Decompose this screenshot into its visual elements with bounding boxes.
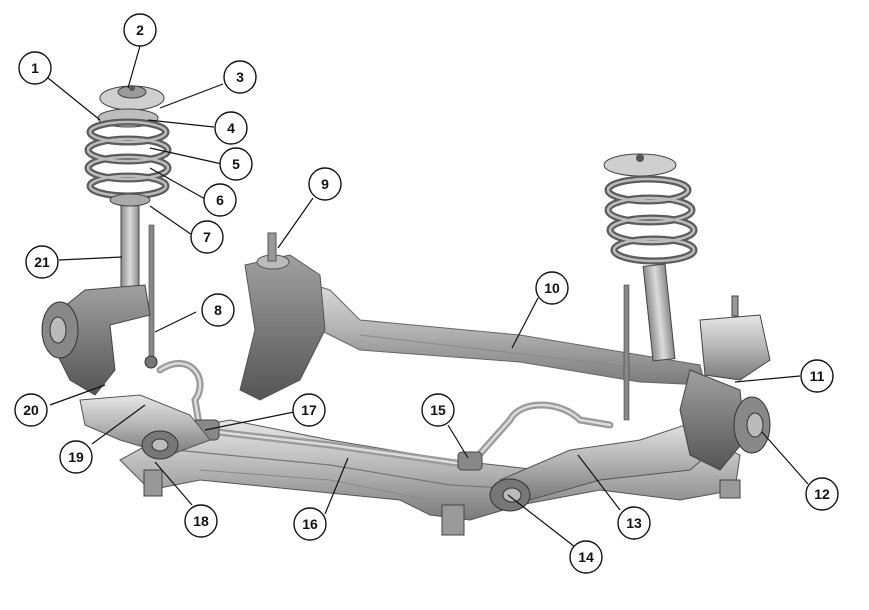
callout-circle — [800, 359, 834, 393]
callout-20: 20 — [14, 393, 48, 427]
callout-circle — [569, 540, 603, 574]
drop-link-left — [148, 224, 155, 366]
callout-circle — [123, 13, 157, 47]
coil-spring-right — [604, 175, 698, 265]
callout-circle — [14, 393, 48, 427]
callout-number: 12 — [814, 486, 830, 502]
callout-number: 17 — [301, 402, 317, 418]
callout-2: 2 — [123, 13, 157, 47]
engine-mount-left — [239, 254, 326, 401]
damper-right — [642, 263, 676, 362]
callout-circle — [308, 167, 342, 201]
engine-mount-right — [699, 314, 771, 381]
callout-circle — [203, 183, 237, 217]
callout-18: 18 — [184, 504, 218, 538]
callout-11: 11 — [800, 359, 834, 393]
callout-21: 21 — [25, 245, 59, 279]
callout-number: 15 — [430, 402, 446, 418]
callout-circle — [805, 477, 839, 511]
callout-number: 9 — [321, 176, 329, 192]
callout-15: 15 — [421, 393, 455, 427]
callout-1: 1 — [18, 51, 52, 85]
callout-circle — [421, 393, 455, 427]
subframe — [119, 419, 741, 521]
leader-lines — [47, 45, 809, 548]
callout-number: 1 — [31, 60, 39, 76]
callout-number: 6 — [216, 192, 224, 208]
callout-circle — [201, 293, 235, 327]
callout-number: 19 — [68, 449, 84, 465]
callout-10: 10 — [535, 271, 569, 305]
callout-16: 16 — [293, 507, 327, 541]
suspension-illustration — [41, 85, 771, 536]
callout-12: 12 — [805, 477, 839, 511]
callout-number: 18 — [193, 513, 209, 529]
callout-number: 20 — [23, 402, 39, 418]
callout-circle — [25, 245, 59, 279]
callout-number: 3 — [236, 69, 244, 85]
callout-circle — [214, 111, 248, 145]
callout-9: 9 — [308, 167, 342, 201]
callout-circle — [59, 440, 93, 474]
callout-circle — [18, 51, 52, 85]
callout-circle — [184, 504, 218, 538]
callout-number: 8 — [214, 302, 222, 318]
callout-3: 3 — [223, 60, 257, 94]
callout-number: 4 — [227, 120, 235, 136]
lower-arm-left — [79, 394, 211, 456]
callout-number: 14 — [578, 549, 594, 565]
knuckle-right — [679, 369, 746, 471]
callout-number: 5 — [232, 156, 240, 172]
callout-number: 11 — [810, 368, 825, 384]
callout-13: 13 — [617, 506, 651, 540]
callout-5: 5 — [219, 147, 253, 181]
bushing-15 — [457, 451, 483, 471]
callout-circle — [617, 506, 651, 540]
callout-number: 16 — [302, 516, 318, 532]
callout-8: 8 — [201, 293, 235, 327]
callout-number: 21 — [34, 254, 50, 270]
callout-circle — [223, 60, 257, 94]
callout-circle — [219, 147, 253, 181]
callout-number: 2 — [136, 22, 144, 38]
callout-circle — [293, 507, 327, 541]
callout-4: 4 — [214, 111, 248, 145]
callout-7: 7 — [190, 220, 224, 254]
callout-17: 17 — [292, 393, 326, 427]
callout-circle — [190, 220, 224, 254]
callout-19: 19 — [59, 440, 93, 474]
callout-6: 6 — [203, 183, 237, 217]
callout-14: 14 — [569, 540, 603, 574]
callout-number: 10 — [544, 280, 560, 296]
callout-circle — [292, 393, 326, 427]
callout-circle — [535, 271, 569, 305]
callout-number: 7 — [203, 229, 211, 245]
callout-number: 13 — [626, 515, 642, 531]
